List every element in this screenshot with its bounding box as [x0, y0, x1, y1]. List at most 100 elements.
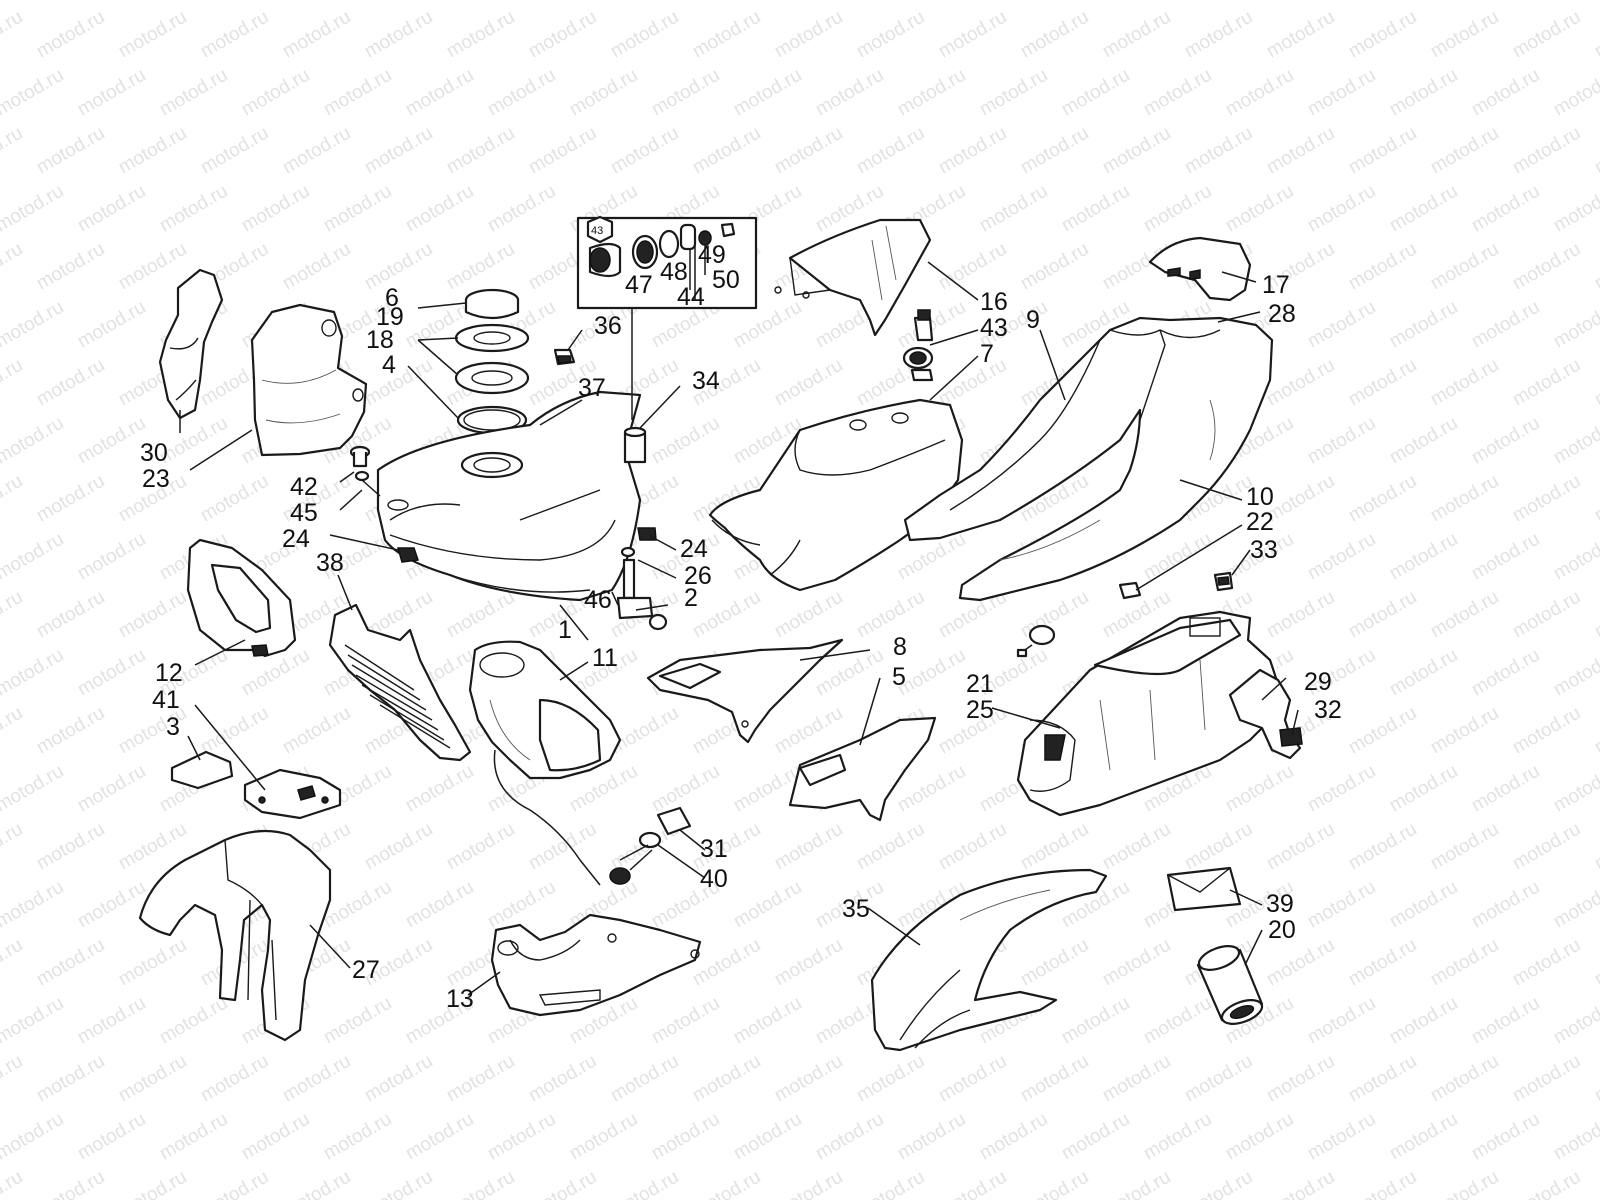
watermark-text: motod.ru [279, 239, 354, 295]
watermark-text: motod.ru [74, 993, 149, 1049]
watermark-text: motod.ru [1222, 761, 1297, 817]
watermark-text: motod.ru [1427, 355, 1502, 411]
callout-27: 27 [352, 956, 380, 984]
watermark-text: motod.ru [1181, 819, 1256, 875]
watermark-text: motod.ru [935, 355, 1010, 411]
watermark-text: motod.ru [1509, 1051, 1584, 1107]
watermark-text: motod.ru [1468, 993, 1543, 1049]
callout-28: 28 [1268, 300, 1296, 328]
watermark-text: motod.ru [1509, 1167, 1584, 1200]
watermark-text: motod.ru [320, 993, 395, 1049]
watermark-text: motod.ru [1468, 181, 1543, 237]
part-25-under-tray [1016, 610, 1282, 817]
watermark-text: motod.ru [730, 993, 805, 1049]
part-39-tool-bag [1166, 866, 1242, 912]
watermark-text: motod.ru [853, 123, 928, 179]
watermark-text: motod.ru [771, 1051, 846, 1107]
watermark-text: motod.ru [74, 645, 149, 701]
watermark-text: motod.ru [1427, 819, 1502, 875]
watermark-text: motod.ru [320, 181, 395, 237]
watermark-text: motod.ru [1017, 819, 1092, 875]
watermark-text: motod.ru [648, 993, 723, 1049]
watermark-text: motod.ru [0, 703, 26, 759]
watermark-text: motod.ru [1304, 297, 1379, 353]
watermark-text: motod.ru [607, 703, 682, 759]
leader-lines [179, 261, 1299, 996]
watermark-text: motod.ru [894, 65, 969, 121]
watermark-text: motod.ru [1304, 0, 1379, 4]
callout-10: 10 [1246, 483, 1274, 511]
watermark-text: motod.ru [0, 1051, 26, 1107]
watermark-text: motod.ru [1550, 877, 1600, 933]
watermark-text: motod.ru [1509, 355, 1584, 411]
watermark-text: motod.ru [1304, 529, 1379, 585]
watermark-text: motod.ru [33, 123, 108, 179]
watermark-text: motod.ru [1099, 1051, 1174, 1107]
watermark-text: motod.ru [1345, 587, 1420, 643]
watermark-text: motod.ru [1591, 935, 1600, 991]
watermark-text: motod.ru [976, 0, 1051, 4]
watermark-text: motod.ru [566, 0, 641, 4]
watermark-text: motod.ru [1304, 1109, 1379, 1165]
watermark-text: motod.ru [1550, 181, 1600, 237]
watermark-text: motod.ru [1591, 355, 1600, 411]
callout-16: 16 [980, 288, 1008, 316]
callout-47: 47 [625, 271, 653, 299]
watermark-text: motod.ru [361, 355, 436, 411]
watermark-text: motod.ru [1017, 239, 1092, 295]
callout-22: 22 [1246, 508, 1274, 536]
watermark-text: motod.ru [525, 123, 600, 179]
watermark-text: motod.ru [361, 1167, 436, 1200]
watermark-text: motod.ru [1099, 1167, 1174, 1200]
watermark-text: motod.ru [1263, 123, 1338, 179]
watermark-text: motod.ru [1591, 1167, 1600, 1200]
watermark-text: motod.ru [33, 819, 108, 875]
callout-7: 7 [980, 340, 994, 368]
part-33-22-clips [1118, 571, 1234, 600]
callout-5: 5 [892, 663, 906, 691]
watermark-text: motod.ru [33, 587, 108, 643]
watermark-text: motod.ru [1304, 993, 1379, 1049]
watermark-text: motod.ru [115, 1051, 190, 1107]
watermark-text: motod.ru [1345, 239, 1420, 295]
watermark-text: motod.ru [238, 0, 313, 4]
watermark-text: motod.ru [1591, 587, 1600, 643]
watermark-text: motod.ru [976, 1109, 1051, 1165]
part-42-45-screws [349, 445, 381, 497]
watermark-text: motod.ru [648, 1109, 723, 1165]
watermark-text: motod.ru [33, 1167, 108, 1200]
watermark-text: motod.ru [894, 0, 969, 4]
watermark-text: motod.ru [238, 1109, 313, 1165]
watermark-text: motod.ru [320, 877, 395, 933]
watermark-text: motod.ru [1468, 761, 1543, 817]
watermark-text: motod.ru [1099, 7, 1174, 63]
watermark-text: motod.ru [1099, 935, 1174, 991]
watermark-text: motod.ru [1591, 239, 1600, 295]
callout-35: 35 [842, 895, 870, 923]
callout-34: 34 [692, 367, 720, 395]
watermark-text: motod.ru [935, 819, 1010, 875]
watermark-text: motod.ru [484, 1109, 559, 1165]
watermark-text: motod.ru [1386, 1109, 1461, 1165]
part-8-side-panel [646, 638, 844, 744]
watermark-text: motod.ru [33, 355, 108, 411]
watermark-text: motod.ru [1017, 7, 1092, 63]
watermark-text: motod.ru [525, 1167, 600, 1200]
watermark-text: motod.ru [0, 1109, 67, 1165]
watermark-text: motod.ru [1427, 1051, 1502, 1107]
watermark-text: motod.ru [730, 1109, 805, 1165]
callout-25: 25 [966, 696, 994, 724]
callout-48: 48 [660, 258, 688, 286]
part-27-front-fender [138, 829, 332, 1042]
watermark-text: motod.ru [648, 413, 723, 469]
watermark-text: motod.ru [607, 1167, 682, 1200]
watermark-text: motod.ru [279, 123, 354, 179]
watermark-text: motod.ru [1345, 819, 1420, 875]
part-9-28-tail-section [903, 316, 1274, 602]
watermark-text: motod.ru [0, 181, 67, 237]
watermark-text: motod.ru [197, 1167, 272, 1200]
watermark-text: motod.ru [74, 1109, 149, 1165]
part-13-belly-pan [490, 913, 702, 1017]
callout-46: 46 [584, 586, 612, 614]
watermark-text: motod.ru [0, 355, 26, 411]
